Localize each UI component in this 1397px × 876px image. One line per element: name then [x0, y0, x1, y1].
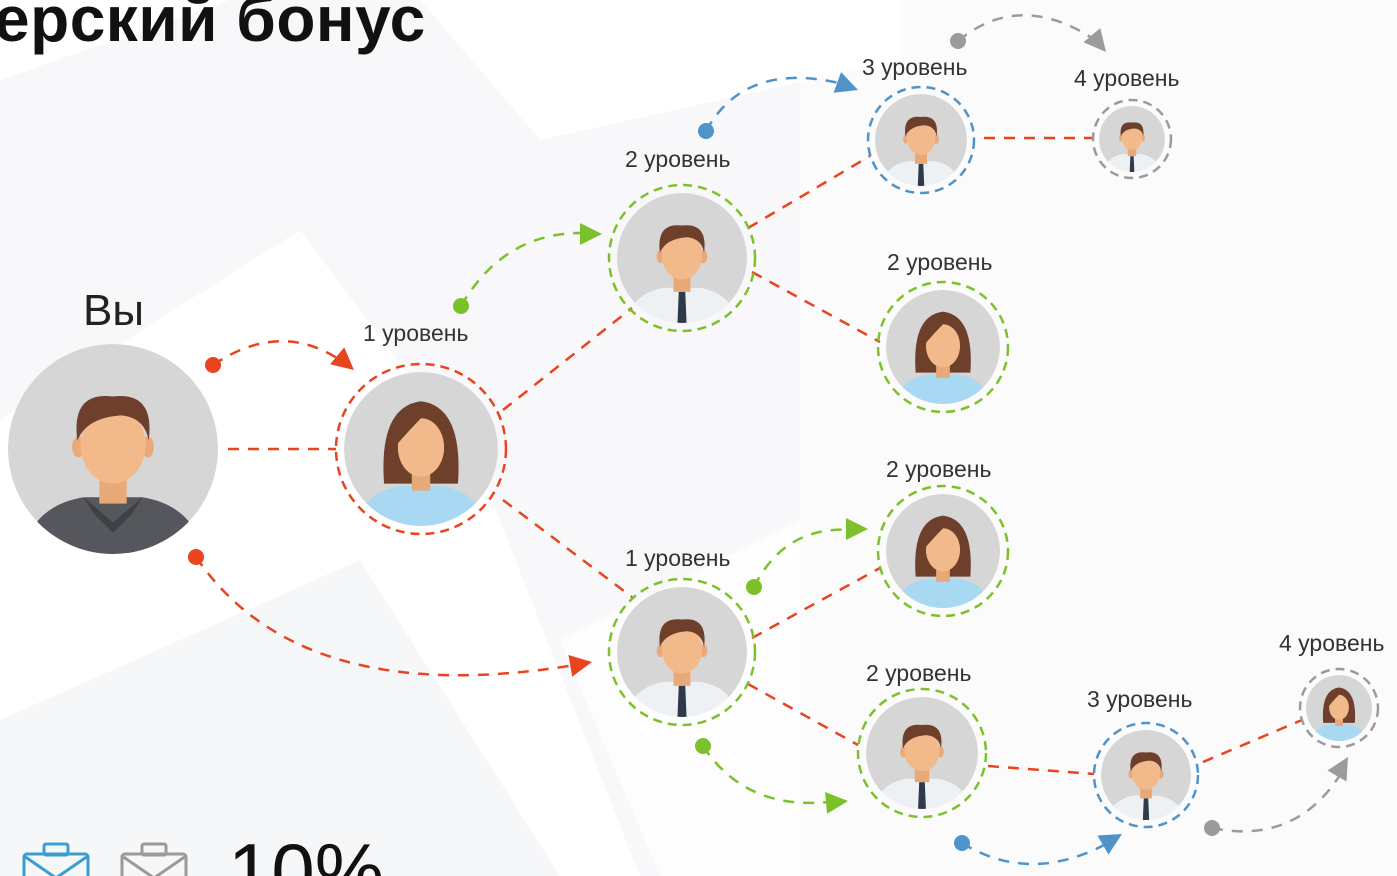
arrow-head [1083, 28, 1106, 52]
avatar-level-4 [1091, 98, 1173, 180]
level-ring [1091, 98, 1173, 180]
you-label: Вы [83, 286, 144, 335]
arrow-head [330, 347, 354, 370]
arrow-head [825, 791, 848, 814]
arrow-start-dot [746, 579, 762, 595]
level-label: 4 уровень [1279, 630, 1385, 656]
arrow-head [580, 223, 602, 245]
bonus-percent: 10% [228, 827, 385, 876]
level-ring [1298, 667, 1380, 749]
arrow-heads [188, 28, 1348, 855]
arrow-start-dot [205, 357, 221, 373]
level-label: 2 уровень [887, 249, 993, 275]
level-ring [607, 577, 757, 727]
level-ring [866, 85, 976, 195]
briefcase-icon [22, 842, 90, 876]
arrow-start-dot [188, 549, 204, 565]
arrow-start-dot [1204, 820, 1220, 836]
level-ring [1092, 721, 1200, 829]
arrow-start-dot [950, 33, 966, 49]
page-title: ерский бонус [0, 0, 426, 55]
level-label: 2 уровень [866, 660, 972, 686]
level-ring [607, 183, 757, 333]
arrow-start-dot [695, 738, 711, 754]
arrow-head [1327, 757, 1348, 782]
briefcase-icon [120, 842, 188, 876]
arrow-start-dot [954, 835, 970, 851]
level-ring [876, 280, 1010, 414]
arrow-start-dot [453, 298, 469, 314]
level-label: 2 уровень [625, 146, 731, 172]
level-ring [856, 687, 988, 819]
arrow-start-dot [698, 123, 714, 139]
level-label: 4 уровень [1074, 65, 1180, 91]
avatar-level-3 [866, 85, 976, 195]
arrow-head [833, 72, 858, 93]
avatar-level-3 [1092, 721, 1200, 829]
arrow-head [846, 518, 868, 540]
level-label: 1 уровень [363, 320, 469, 346]
level-label: 1 уровень [625, 545, 731, 571]
connection-lines [228, 136, 1303, 776]
level-ring [876, 484, 1010, 618]
level-ring [334, 362, 508, 536]
level-label: 3 уровень [862, 54, 968, 80]
arrow-head [568, 654, 592, 677]
level-label: 3 уровень [1087, 686, 1193, 712]
level-label: 2 уровень [886, 456, 992, 482]
avatar-you [8, 344, 218, 554]
bonus-arrows [194, 14, 1342, 866]
avatar-level-4 [1298, 667, 1380, 749]
avatar-level-1 [334, 362, 508, 536]
arrow-head [1097, 834, 1122, 855]
